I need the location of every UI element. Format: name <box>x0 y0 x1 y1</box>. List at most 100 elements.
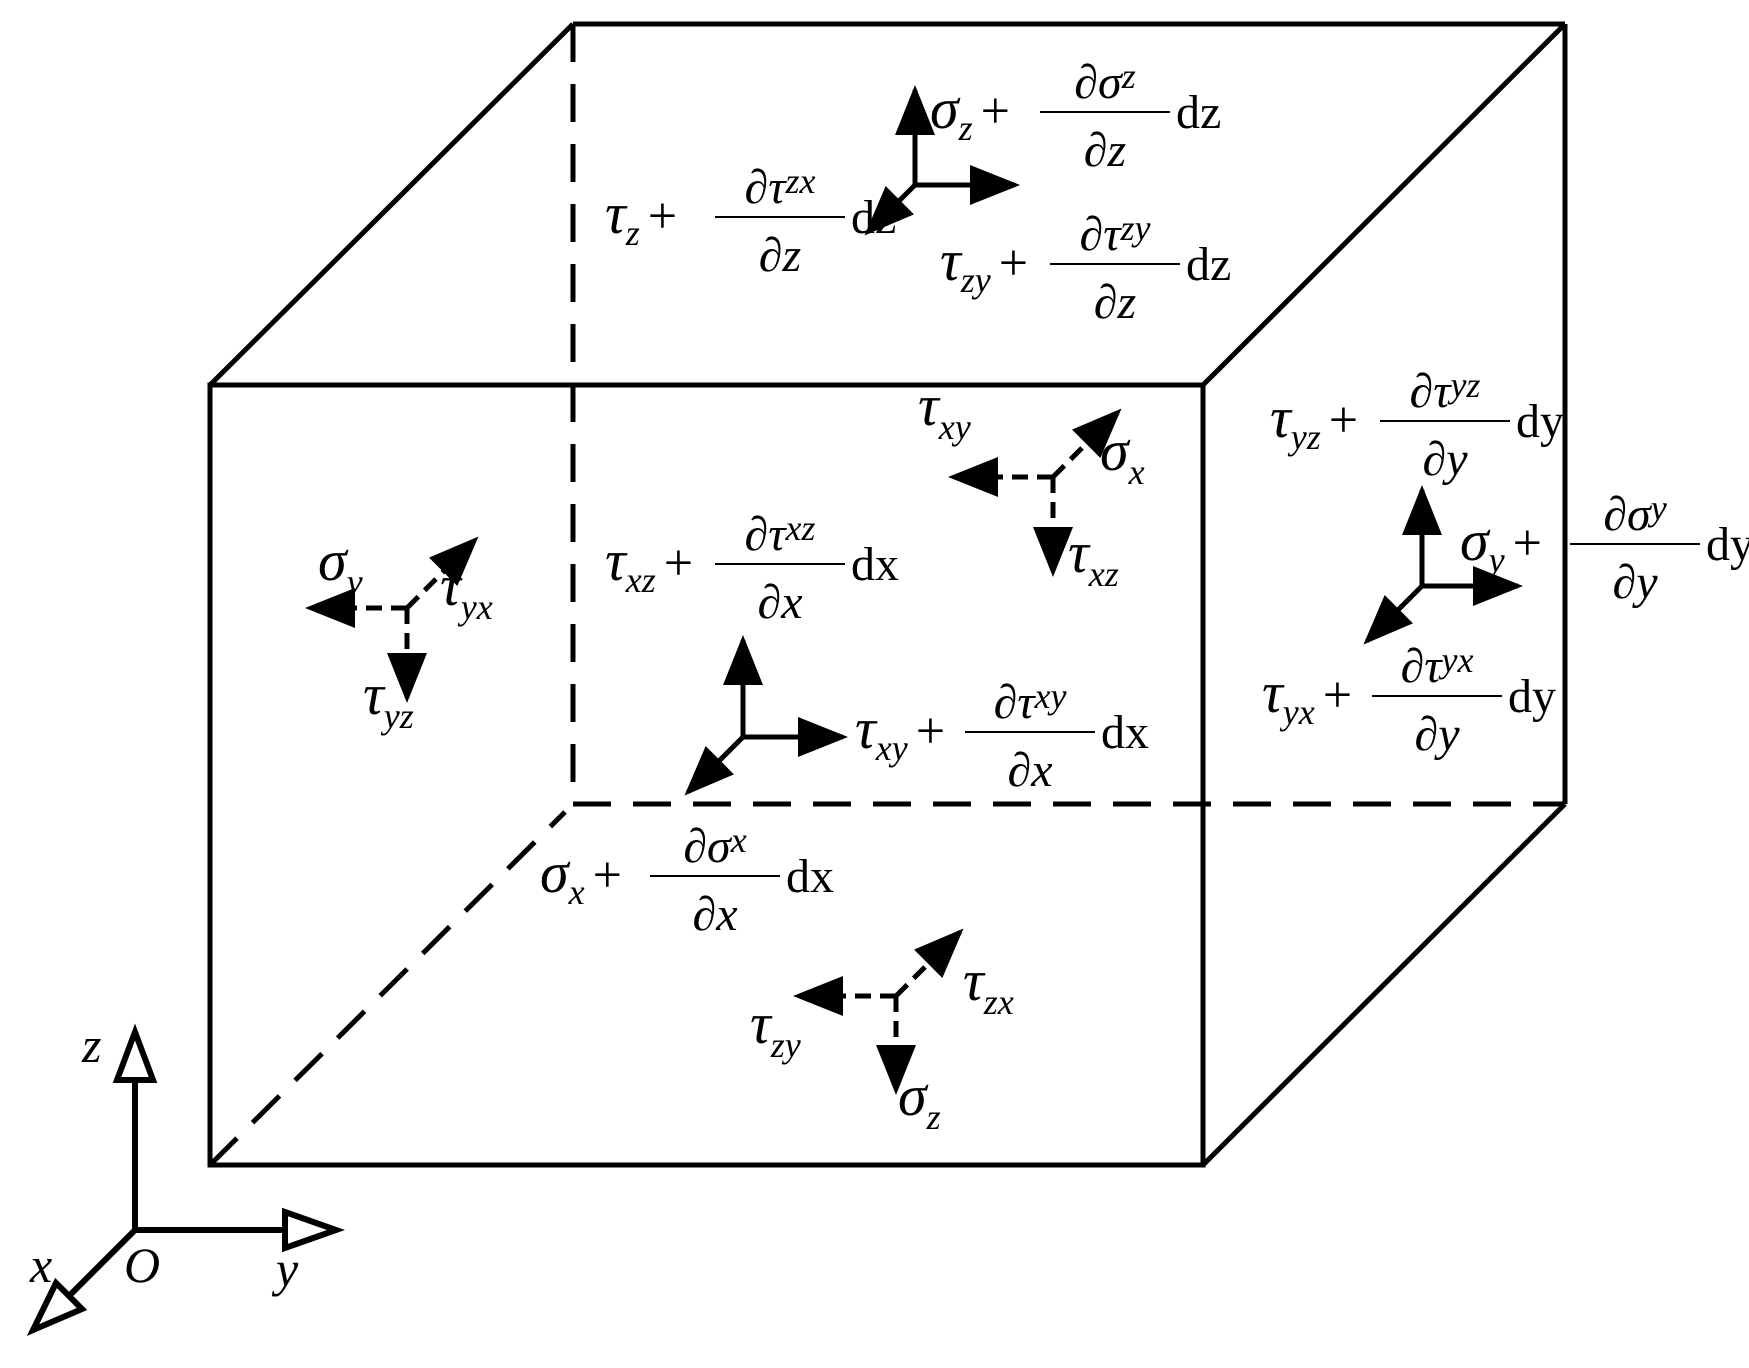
subscript: y <box>1486 540 1505 580</box>
fraction-numerator: ∂σy <box>1603 488 1666 541</box>
axis-y-label: y <box>271 1241 299 1297</box>
term-symbol: τyz+ <box>1270 385 1358 457</box>
subscript: yz <box>1288 417 1321 457</box>
differential: dx <box>1101 706 1149 759</box>
differential: dy <box>1706 518 1749 571</box>
differential-text: dy <box>1508 670 1556 723</box>
numerator: ∂τ <box>994 676 1037 729</box>
numerator-subscript: zx <box>784 161 815 201</box>
cube-hidden-edges <box>208 24 1565 1167</box>
differential-text: dz <box>1176 86 1221 139</box>
symbol: τ <box>750 991 773 1056</box>
term-front-sigma-x: σx+∂σx∂xdx <box>540 820 834 941</box>
symbol: τ <box>363 662 386 727</box>
arrow-bottom-tau-zx <box>894 928 964 998</box>
numerator: ∂τ <box>745 508 788 561</box>
fraction-denominator: ∂z <box>759 229 802 282</box>
plus-sign: + <box>916 703 945 760</box>
label-back-tau-xz: τxz <box>1068 520 1119 594</box>
symbol: σ <box>318 528 349 593</box>
label-left-sigma-y: σy <box>318 528 363 602</box>
symbol: τ <box>1262 660 1285 725</box>
symbol: σ <box>1460 508 1491 573</box>
fraction-numerator: ∂τzx <box>745 161 816 214</box>
denominator: ∂x <box>757 576 802 629</box>
symbol: τ <box>940 228 963 293</box>
label-back-sigma-x: σx <box>1100 418 1145 492</box>
term-symbol: τxy+ <box>855 696 945 768</box>
symbol: τ <box>1068 520 1091 585</box>
stress-labels: σz+∂σz∂zdzτz+∂τzx∂zdzτzy+∂τzy∂zdzτxz+∂τx… <box>318 56 1749 1137</box>
differential: dx <box>786 850 834 903</box>
term-right-tau-yz: τyz+∂τyz∂ydy <box>1270 365 1564 486</box>
differential-text: dz <box>851 191 896 244</box>
numerator-subscript: yx <box>1438 640 1473 680</box>
cube-front-face <box>207 382 1206 1168</box>
origin-label: O <box>124 1237 160 1293</box>
denominator: ∂y <box>1414 708 1460 761</box>
numerator: ∂τ <box>1401 640 1444 693</box>
subscript: zx <box>983 982 1014 1022</box>
symbol: σ <box>540 840 571 905</box>
fraction-denominator: ∂z <box>1084 124 1127 177</box>
axis-labels: z y x O <box>29 1017 299 1297</box>
term-top-sigma: σz+∂σz∂zdz <box>930 56 1221 177</box>
symbol: τ <box>918 373 941 438</box>
arrow-right-tau-yx <box>1363 584 1424 645</box>
arrow-top-tau-zx <box>864 183 917 236</box>
numerator-subscript: xz <box>784 508 815 548</box>
label-left-tau-yz: τyz <box>363 662 414 736</box>
term-symbol: τxz+ <box>605 528 693 600</box>
plus-sign: + <box>664 535 693 592</box>
arrow-back-sigma-x <box>1051 408 1122 479</box>
plus-sign: + <box>999 235 1028 292</box>
term-front-tau-xz: τxz+∂τxz∂xdx <box>605 508 899 629</box>
plus-sign: + <box>648 188 677 245</box>
label-bottom-tau-zx: τzx <box>963 948 1014 1022</box>
denominator: ∂z <box>759 229 802 282</box>
subscript: yx <box>458 587 493 627</box>
differential: dz <box>851 191 896 244</box>
solid-stress-arrows <box>684 85 1523 796</box>
differential-text: dx <box>786 850 834 903</box>
symbol: τ <box>605 528 628 593</box>
differential-text: dy <box>1516 395 1564 448</box>
fraction-denominator: ∂y <box>1422 433 1468 486</box>
fraction-numerator: ∂τxy <box>994 676 1067 729</box>
numerator-subscript: zy <box>1119 208 1150 248</box>
numerator: ∂τ <box>1080 208 1123 261</box>
label-bottom-tau-zy: τzy <box>750 991 801 1065</box>
differential-text: dx <box>1101 706 1149 759</box>
differential-text: dy <box>1706 518 1749 571</box>
term-symbol: σx+ <box>540 840 622 912</box>
differential: dy <box>1508 670 1556 723</box>
fraction-denominator: ∂x <box>757 576 802 629</box>
fraction-denominator: ∂z <box>1094 276 1137 329</box>
numerator-subscript: y <box>1648 488 1667 528</box>
denominator: ∂x <box>1007 744 1052 797</box>
fraction-denominator: ∂x <box>1007 744 1052 797</box>
axis-x-line <box>65 1227 138 1300</box>
plus-sign: + <box>1513 515 1542 572</box>
differential: dy <box>1516 395 1564 448</box>
denominator: ∂x <box>692 888 737 941</box>
term-front-tau-xy: τxy+∂τxy∂xdx <box>855 676 1149 797</box>
cube-edges <box>207 21 1568 1168</box>
subscript: zy <box>960 260 991 300</box>
term-top-tau-zx: τz+∂τzx∂zdz <box>605 161 896 282</box>
label-left-tau-yx: τyx <box>440 553 493 627</box>
term-symbol: σz+ <box>930 76 1010 148</box>
symbol: τ <box>855 696 878 761</box>
axis-z-label: z <box>81 1017 101 1073</box>
numerator-subscript: xy <box>1033 676 1066 716</box>
subscript: x <box>1128 452 1145 492</box>
term-right-sigma-y: σy+∂σy∂ydy <box>1460 488 1749 609</box>
arrow-front-sigma-x <box>684 735 745 796</box>
cube-edge-bottom-right <box>1201 802 1567 1167</box>
plus-sign: + <box>593 847 622 904</box>
axis-x-arrowhead <box>26 1277 88 1336</box>
numerator: ∂σ <box>683 820 733 873</box>
term-right-tau-yx: τyx+∂τyx∂ydy <box>1262 640 1556 761</box>
subscript: yz <box>381 696 414 736</box>
